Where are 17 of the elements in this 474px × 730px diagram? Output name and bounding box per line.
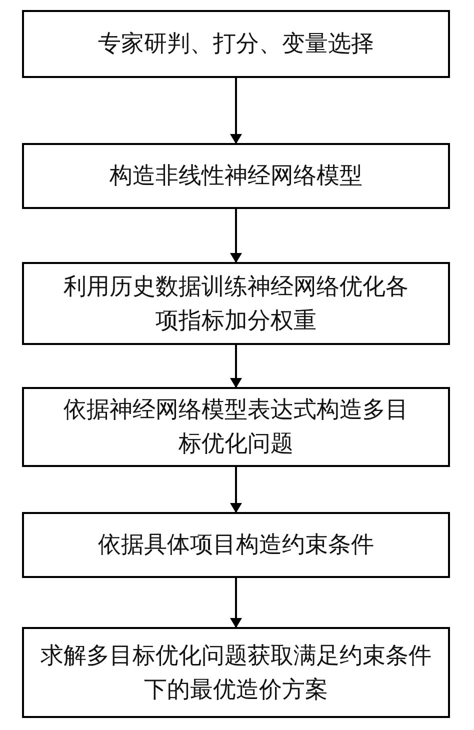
process-box — [22, 387, 450, 467]
arrow — [230, 78, 242, 144]
step-text: 依据具体项目构造约束条件 — [97, 531, 375, 560]
arrow — [230, 209, 242, 263]
step-text: 依据神经网络模型表达式构造多目标优化问题 — [62, 396, 410, 459]
process-box — [22, 143, 450, 209]
process-box — [22, 627, 450, 718]
arrow — [230, 467, 242, 513]
arrow — [230, 578, 242, 628]
step-text: 专家研判、打分、变量选择 — [97, 30, 375, 59]
process-box — [22, 10, 450, 78]
step-text: 利用历史数据训练神经网络优化各项指标加分权重 — [62, 272, 410, 336]
arrow — [230, 345, 242, 388]
step-text: 构造非线性神经网络模型 — [108, 162, 364, 191]
process-box — [22, 262, 450, 345]
process-box — [22, 512, 450, 578]
step-text: 求解多目标优化问题获取满足约束条件下的最优造价方案 — [40, 642, 432, 704]
